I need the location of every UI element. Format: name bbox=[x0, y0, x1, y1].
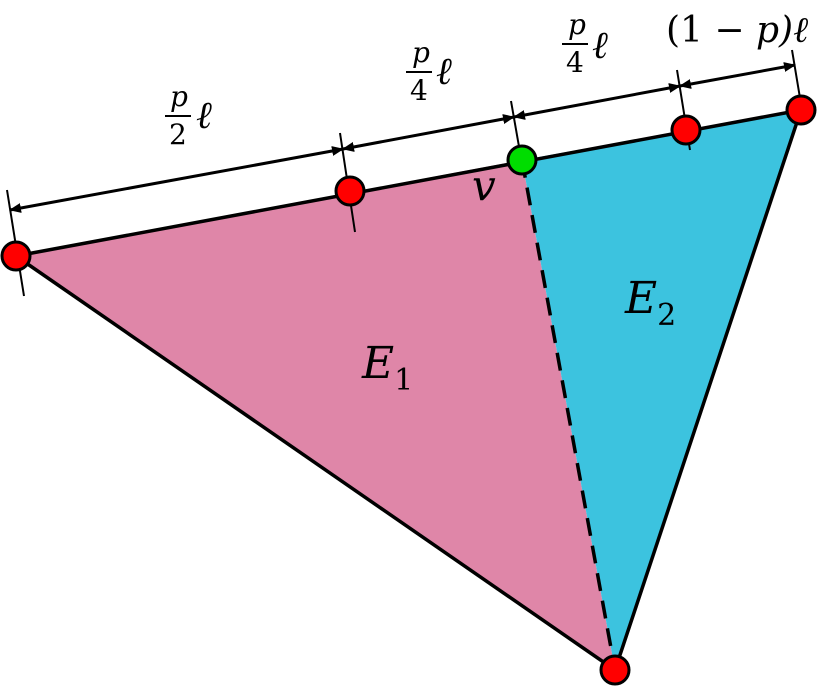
region-e1-letter: E bbox=[361, 338, 394, 389]
right-edge bbox=[613, 109, 803, 671]
region-e2-label: E2 bbox=[624, 273, 676, 333]
dimension-label-d1: p 2 ℓ bbox=[165, 80, 212, 151]
region-e1-label: E1 bbox=[361, 338, 413, 398]
d4-prefix: (1 − bbox=[666, 10, 756, 51]
split-vertex-label: v bbox=[472, 161, 496, 210]
d4-suffix: )ℓ bbox=[778, 10, 808, 51]
d1-denominator: 2 bbox=[169, 118, 187, 151]
dimension-arrow bbox=[9, 146, 344, 213]
d1-suffix: ℓ bbox=[196, 93, 212, 137]
d2-denominator: 4 bbox=[410, 74, 428, 107]
d3-suffix: ℓ bbox=[592, 23, 608, 67]
vertex-node bbox=[670, 114, 702, 146]
vertex-node bbox=[0, 240, 32, 272]
dimension-label-d4: (1 − p)ℓ bbox=[666, 10, 808, 51]
split-vertex-node bbox=[506, 144, 538, 176]
vertex-node bbox=[334, 175, 366, 207]
region-e2 bbox=[522, 110, 801, 670]
d4-variable: p bbox=[756, 10, 779, 51]
split-edge-dashed bbox=[520, 159, 617, 671]
dimension-arrow bbox=[342, 114, 515, 152]
left-edge bbox=[15, 254, 616, 672]
vertex-node bbox=[599, 654, 631, 686]
d2-suffix: ℓ bbox=[436, 49, 452, 93]
d3-denominator: 4 bbox=[566, 46, 584, 79]
dimension-arrow bbox=[513, 83, 681, 120]
region-e2-letter: E bbox=[624, 273, 657, 324]
top-edge bbox=[15, 108, 802, 258]
d1-numerator: p bbox=[170, 80, 188, 113]
vertex-node bbox=[785, 94, 817, 126]
d3-numerator: p bbox=[568, 8, 586, 41]
region-e2-subscript: 2 bbox=[657, 298, 676, 333]
region-e1 bbox=[16, 160, 615, 670]
dimension-label-d3: p 4 ℓ bbox=[562, 8, 608, 79]
dimension-arrow bbox=[679, 62, 796, 89]
region-e1-subscript: 1 bbox=[394, 363, 413, 398]
d2-numerator: p bbox=[412, 36, 430, 69]
dimension-label-d2: p 4 ℓ bbox=[406, 36, 452, 107]
